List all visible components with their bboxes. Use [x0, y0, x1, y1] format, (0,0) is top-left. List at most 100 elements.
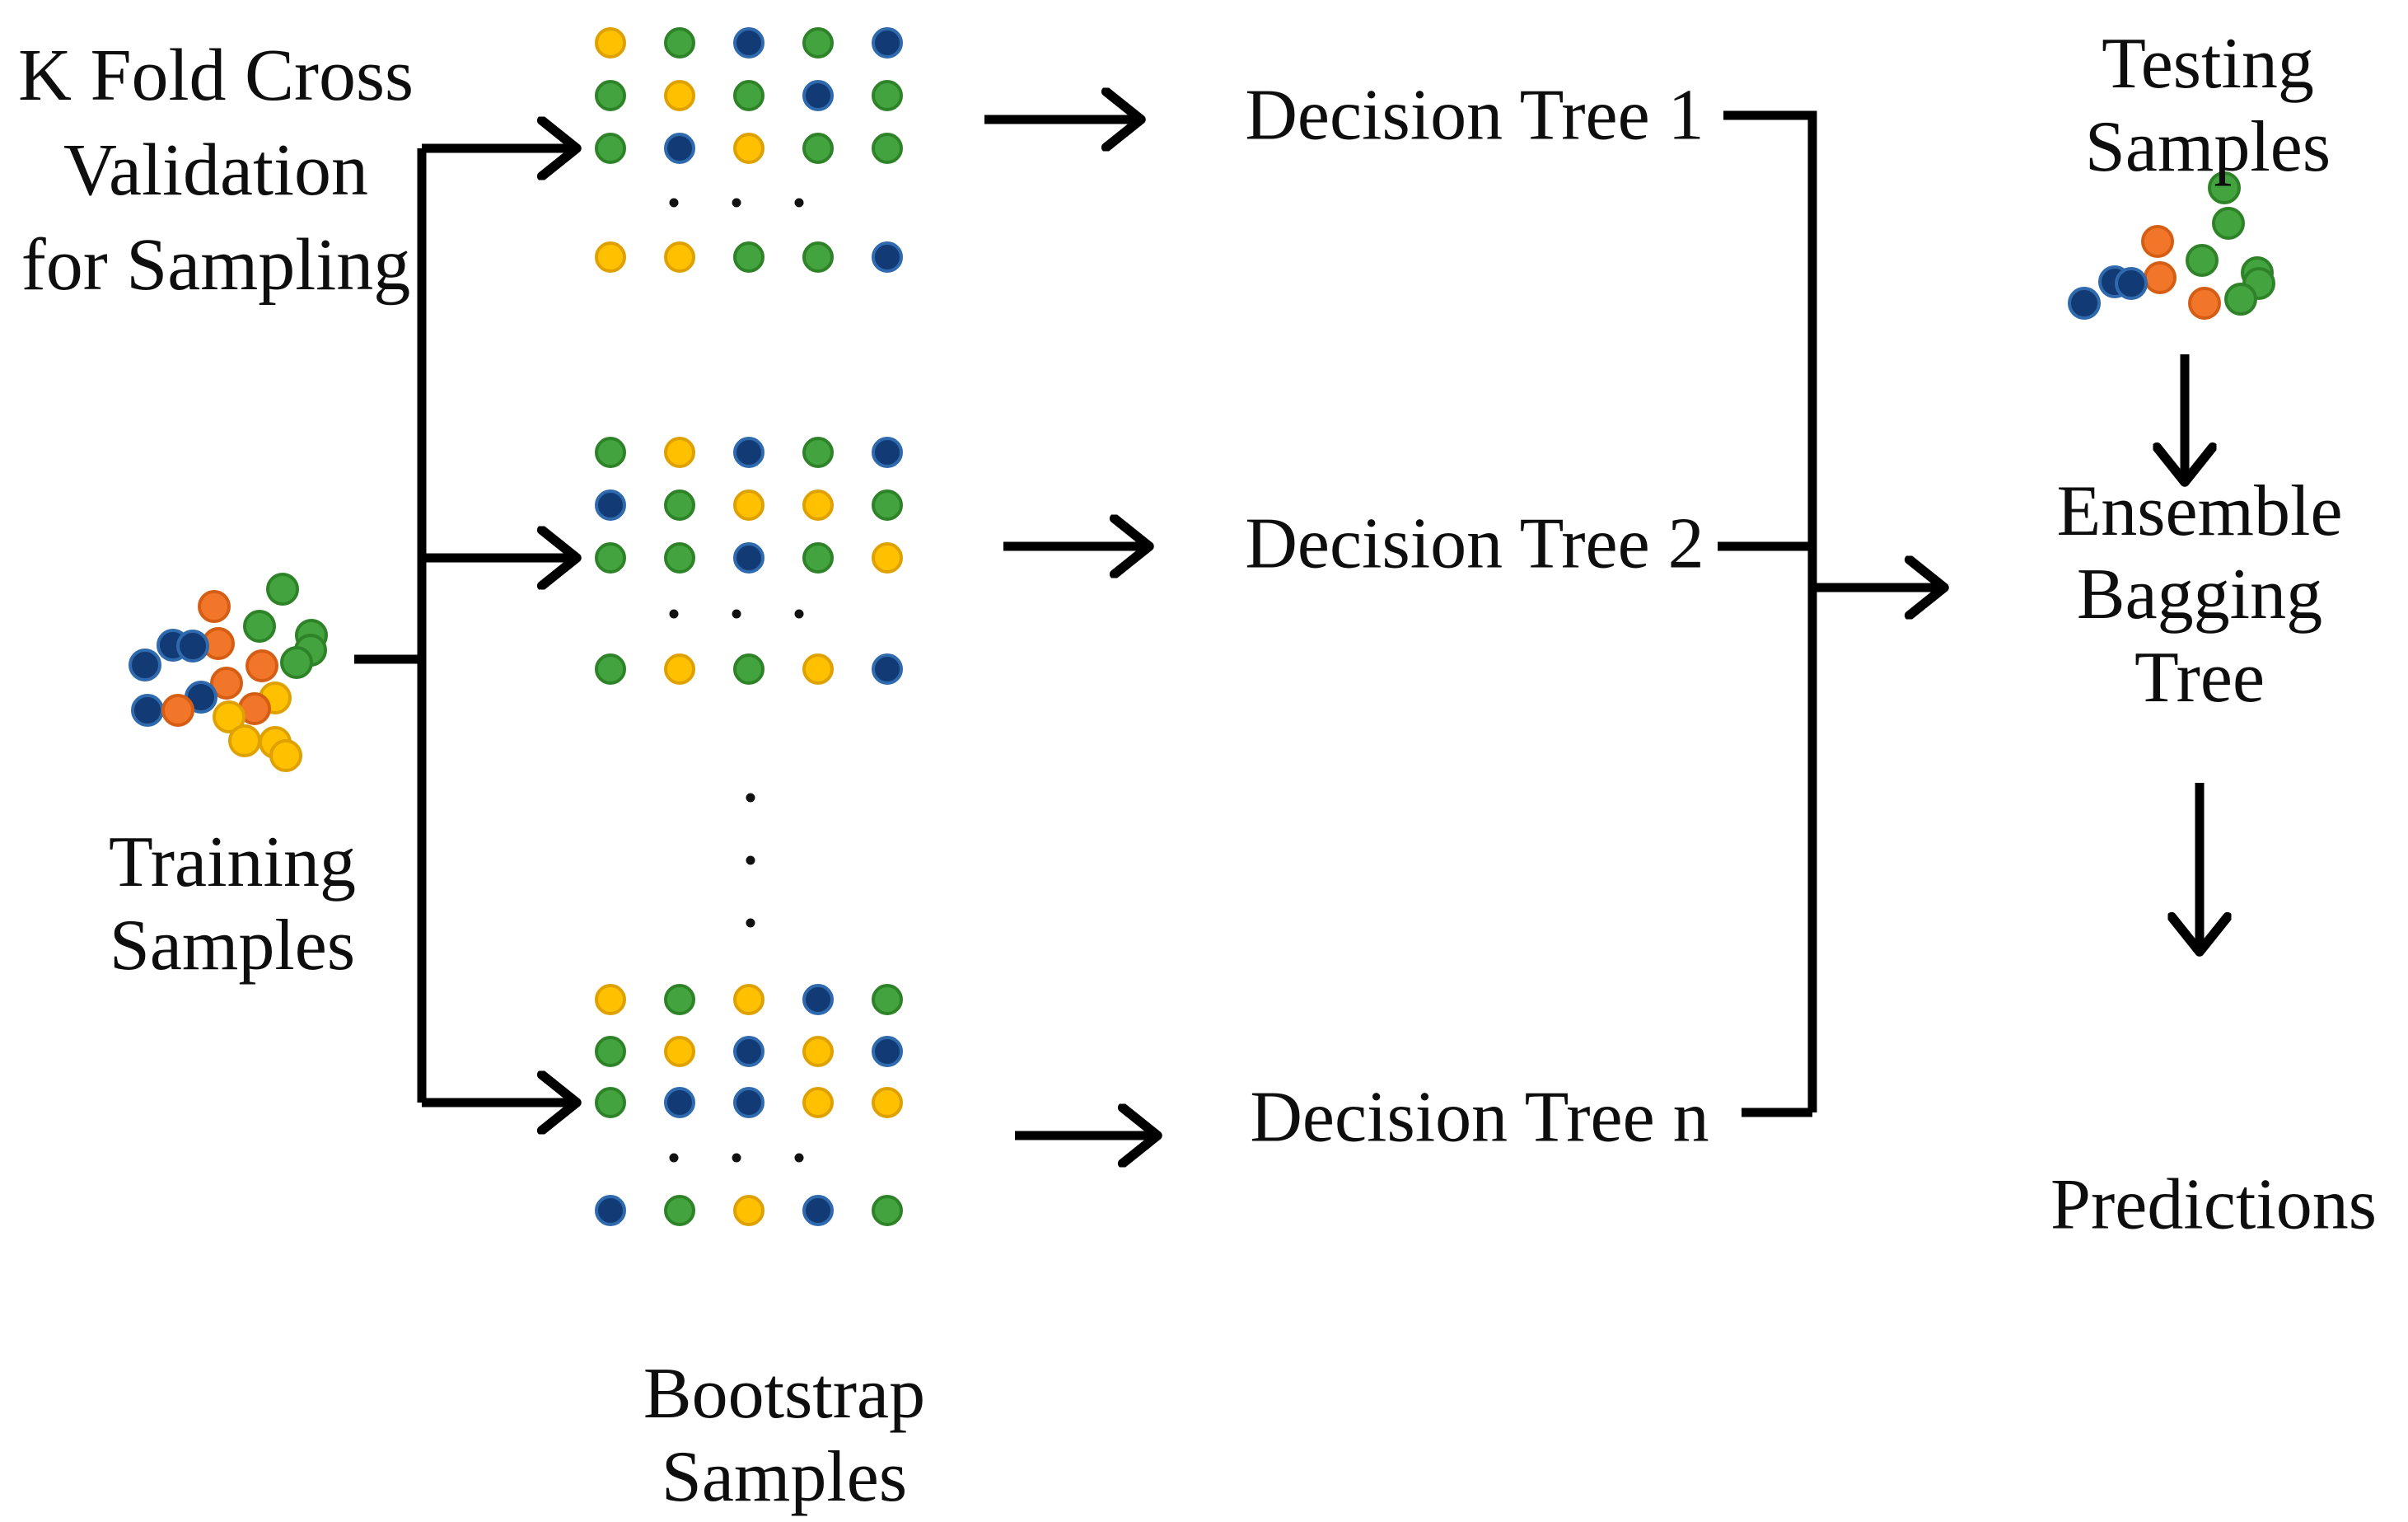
training-sample-dot [245, 649, 278, 682]
bootstrap-sample-1-ellipsis-dot [732, 198, 741, 208]
bootstrap-sample-n-dot [664, 1195, 695, 1226]
bootstrap-sample-1-dot [595, 80, 626, 111]
groups-ellipsis-dot [746, 793, 755, 803]
bootstrap-sample-1-ellipsis-dot [669, 198, 679, 208]
bootstrap-sample-2-dot [733, 489, 764, 521]
bootstrap-sample-2-dot [802, 437, 834, 468]
bootstrap-sample-n-dot [802, 984, 834, 1015]
bootstrap-sample-1-dot [802, 27, 834, 59]
bootstrap-sample-2-dot [733, 542, 764, 574]
bootstrap-sample-n-dot [872, 984, 903, 1015]
kfold-cross-validation-label: K Fold Cross Validation for Sampling [17, 35, 414, 307]
bootstrap-sample-2-ellipsis-dot [794, 609, 804, 619]
bootstrap-sample-1-dot [664, 80, 695, 111]
testing-sample-dot [2144, 261, 2177, 294]
connector-lines [354, 115, 2200, 1136]
bootstrap-sample-n-dot [733, 1036, 764, 1067]
training-sample-dot [176, 630, 209, 663]
bootstrap-sample-1-dot [802, 133, 834, 164]
bootstrap-sample-1-dot [733, 80, 764, 111]
bootstrap-sample-2-dot [664, 437, 695, 468]
bootstrap-sample-n-dot [664, 1036, 695, 1067]
bootstrap-sample-1-dot [664, 133, 695, 164]
training-sample-dot [266, 573, 299, 606]
bootstrap-sample-2-ellipsis-dot [669, 609, 679, 619]
bootstrap-sample-1-dot [733, 133, 764, 164]
bootstrap-sample-2-dot [802, 653, 834, 685]
bootstrap-sample-n-dot [802, 1195, 834, 1226]
bootstrap-sample-2-dot [872, 653, 903, 685]
training-sample-dot [243, 610, 276, 643]
testing-sample-dot [2188, 287, 2221, 320]
bootstrap-sample-1-dot [733, 27, 764, 59]
bootstrap-sample-2-dot [872, 542, 903, 574]
bootstrap-sample-n-dot [664, 1087, 695, 1118]
testing-sample-dot [2186, 244, 2219, 277]
decision-tree-2-label: Decision Tree 2 [1245, 503, 1704, 584]
training-sample-dot [210, 667, 243, 700]
bootstrap-sample-n-ellipsis-dot [732, 1153, 741, 1163]
training-sample-dot [198, 590, 231, 623]
bootstrap-sample-2-dot [664, 542, 695, 574]
bootstrap-sample-n-dot [733, 1195, 764, 1226]
bootstrap-sample-1-dot [733, 241, 764, 273]
bootstrap-sample-1-dot [595, 133, 626, 164]
training-sample-dot [280, 646, 313, 679]
decision-tree-n-label: Decision Tree n [1250, 1077, 1709, 1158]
bootstrap-sample-n-dot [664, 984, 695, 1015]
testing-sample-dot [2208, 171, 2241, 204]
training-sample-dot [129, 649, 161, 681]
bootstrap-samples-label: Bootstrap Samples [643, 1353, 926, 1517]
bootstrap-sample-1-dot [872, 80, 903, 111]
groups-ellipsis-dot [746, 855, 755, 865]
training-samples-label: Training Samples [109, 822, 356, 986]
bootstrap-sample-n-dot [872, 1195, 903, 1226]
bootstrap-sample-1-ellipsis-dot [794, 198, 804, 208]
bootstrap-sample-1-dot [664, 27, 695, 59]
bootstrap-sample-n-dot [802, 1087, 834, 1118]
training-sample-dot [161, 694, 194, 727]
training-sample-dot [131, 694, 164, 727]
bootstrap-sample-2-dot [872, 489, 903, 521]
decision-tree-1-label: Decision Tree 1 [1245, 75, 1704, 156]
tree1-to-collector-line [1723, 110, 1817, 1112]
bootstrap-sample-n-dot [872, 1087, 903, 1118]
bootstrap-sample-n-ellipsis-dot [794, 1153, 804, 1163]
bootstrap-sample-2-dot [595, 653, 626, 685]
training-sample-dot [228, 724, 261, 757]
bootstrap-sample-n-dot [733, 1087, 764, 1118]
bootstrap-sample-1-dot [872, 241, 903, 273]
bootstrap-sample-1-dot [872, 27, 903, 59]
sample-dots [129, 27, 2275, 1226]
testing-sample-dot [2068, 287, 2101, 320]
testing-sample-dot [2224, 283, 2257, 316]
bootstrap-sample-2-dot [664, 489, 695, 521]
bootstrap-sample-n-dot [802, 1036, 834, 1067]
bootstrap-sample-2-dot [595, 437, 626, 468]
testing-sample-dot [2115, 267, 2148, 300]
bootstrap-sample-2-dot [802, 542, 834, 574]
bootstrap-sample-1-dot [595, 27, 626, 59]
bootstrap-sample-n-dot [733, 984, 764, 1015]
bootstrap-sample-n-dot [595, 1036, 626, 1067]
bootstrap-sample-n-dot [595, 1087, 626, 1118]
training-sample-dot [269, 739, 302, 772]
bootstrap-sample-n-ellipsis-dot [669, 1153, 679, 1163]
bootstrap-sample-2-dot [733, 437, 764, 468]
bootstrap-sample-2-dot [802, 489, 834, 521]
bootstrap-sample-1-dot [872, 133, 903, 164]
groups-ellipsis-dot [746, 918, 755, 928]
bootstrap-sample-2-dot [733, 653, 764, 685]
bootstrap-sample-2-dot [664, 653, 695, 685]
bootstrap-sample-1-dot [664, 241, 695, 273]
bootstrap-sample-2-ellipsis-dot [732, 609, 741, 619]
predictions-label: Predictions [2050, 1164, 2377, 1245]
training-sample-dot [213, 700, 245, 733]
ensemble-bagging-tree-label: Ensemble Bagging Tree [2056, 471, 2343, 719]
bootstrap-sample-n-dot [595, 984, 626, 1015]
testing-samples-label: Testing Samples [2084, 23, 2331, 187]
bootstrap-sample-n-dot [872, 1036, 903, 1067]
testing-sample-dot [2212, 207, 2245, 240]
